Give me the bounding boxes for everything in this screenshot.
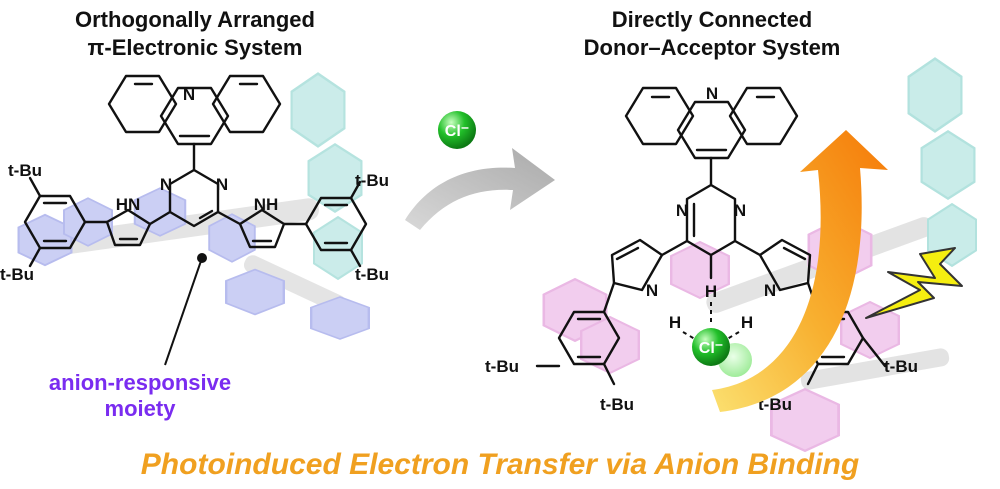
right-molecule: N N N H N H N H <box>485 84 918 414</box>
right-tbu-2: t-Bu <box>600 395 634 414</box>
left-aryl-right <box>282 180 368 268</box>
right-tbu-4: t-Bu <box>758 395 792 414</box>
left-pyrrole-left <box>105 208 172 247</box>
left-title-line2: π-Electronic System <box>88 35 303 60</box>
right-acridine-n: N <box>706 84 718 103</box>
right-pyrrole-n-right: N <box>764 281 776 300</box>
annotation-line1: anion-responsive <box>49 370 231 395</box>
right-ch-hydrogen: H <box>705 282 717 301</box>
left-tbu-2: t-Bu <box>0 265 34 284</box>
right-nh-hydrogen-right: H <box>741 313 753 332</box>
lightning-icon <box>865 247 963 319</box>
right-pyrrole-left <box>610 238 689 292</box>
bound-chloride-label: Cl⁻ <box>699 340 723 357</box>
right-title-line2: Donor–Acceptor System <box>584 35 841 60</box>
left-pyrimidine-n2: N <box>216 175 228 194</box>
right-pyrrole-right <box>733 238 812 292</box>
left-acridine-n: N <box>183 85 195 104</box>
right-acridine <box>624 86 799 160</box>
reaction-arrow <box>405 148 555 230</box>
left-tbu-3: t-Bu <box>355 171 389 190</box>
left-aryl-left <box>23 176 109 268</box>
annotation-line2: moiety <box>105 396 177 421</box>
left-molecule: N N N HN NH <box>0 74 389 284</box>
right-nh-hydrogen-left: H <box>669 313 681 332</box>
left-pyrrole-right <box>216 208 286 249</box>
left-pyrrole-nh: NH <box>254 195 279 214</box>
left-tbu-1: t-Bu <box>8 161 42 180</box>
left-title-line1: Orthogonally Arranged <box>75 7 315 32</box>
right-pyrimidine-n1: N <box>676 201 688 220</box>
right-pyrrole-n-left: N <box>646 281 658 300</box>
chloride-label: Cl⁻ <box>445 123 469 140</box>
left-acridine <box>107 74 282 146</box>
chloride-reagent: Cl⁻ <box>438 111 476 149</box>
bound-chloride <box>692 328 730 366</box>
right-tbu-1: t-Bu <box>485 357 519 376</box>
right-pyrimidine-n2: N <box>734 201 746 220</box>
left-pyrimidine-n1: N <box>160 175 172 194</box>
left-pyrimidine <box>168 168 220 228</box>
left-pyrrole-hn: HN <box>116 195 141 214</box>
annotation-pointer <box>164 253 207 366</box>
electron-transfer-arrow <box>712 130 888 412</box>
left-tbu-4: t-Bu <box>355 265 389 284</box>
right-pyrimidine <box>685 183 737 257</box>
right-tbu-3: t-Bu <box>884 357 918 376</box>
right-title-line1: Directly Connected <box>612 7 813 32</box>
right-aryl-left <box>535 281 621 386</box>
bottom-caption: Photoinduced Electron Transfer via Anion… <box>141 448 859 481</box>
